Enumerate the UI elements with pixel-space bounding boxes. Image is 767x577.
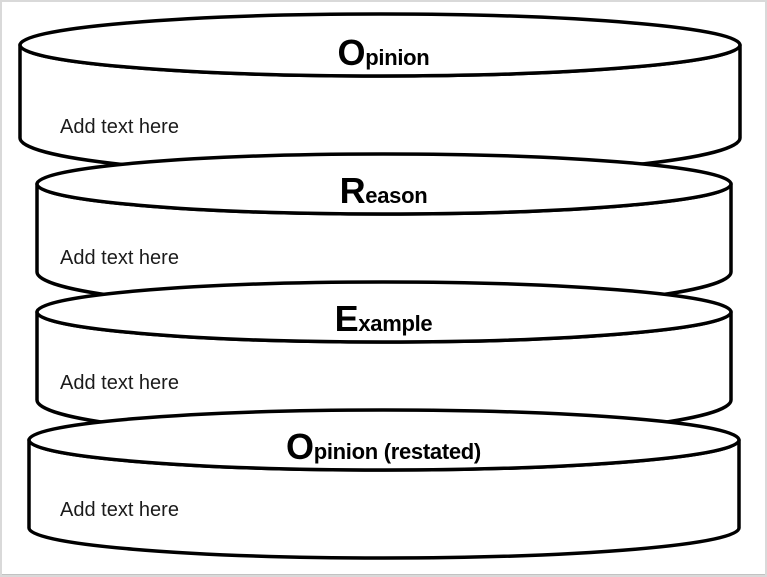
placeholder-text-reason[interactable]: Add text here [60,247,179,269]
placeholder-text-example[interactable]: Add text here [60,372,179,394]
disc-example[interactable] [35,280,733,440]
disc-title-opinion[interactable]: Opinion [0,33,767,81]
disc-title-reason-rest: eason [365,183,428,208]
placeholder-text-opinion-restated[interactable]: Add text here [60,499,179,521]
disc-reason-top [35,152,733,216]
disc-title-example-initial: E [334,298,359,339]
disc-title-example-rest: xample [358,311,433,336]
disc-example-top [35,280,733,344]
disc-opinion-restated[interactable] [27,408,741,560]
disc-title-opinion-restated[interactable]: Opinion (restated) [0,427,767,475]
disc-title-opinion-initial: O [337,32,366,73]
disc-title-opinion-restated-initial: O [286,426,314,467]
disc-reason[interactable] [35,152,733,312]
disc-title-reason-initial: R [339,170,366,211]
disc-title-reason[interactable]: Reason [0,171,767,219]
disc-opinion[interactable] [18,12,742,178]
disc-title-opinion-rest: pinion [365,45,430,70]
disc-title-opinion-restated-rest: pinion (restated) [313,439,482,464]
placeholder-text-opinion[interactable]: Add text here [60,116,179,138]
disc-opinion-restated-top [27,408,741,472]
disc-opinion-top [18,12,742,78]
disc-title-example[interactable]: Example [0,299,767,347]
